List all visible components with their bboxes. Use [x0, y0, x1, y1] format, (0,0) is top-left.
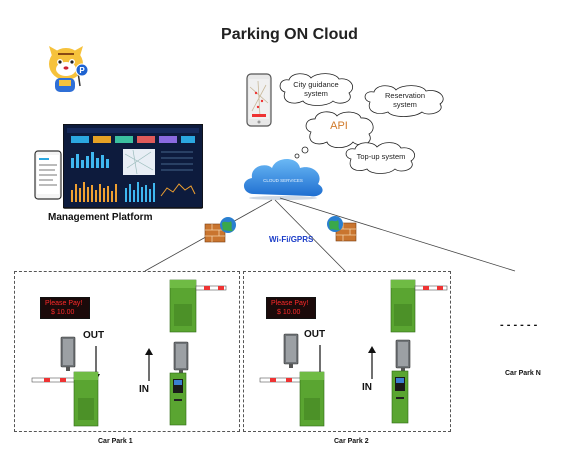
barrier-gate-out-1 — [31, 371, 99, 427]
out-label-2: OUT — [304, 329, 326, 340]
app-phone — [246, 73, 272, 127]
ticket-kiosk-1 — [169, 372, 187, 426]
barrier-gate-out-2 — [259, 371, 325, 427]
dashboard-monitor — [63, 124, 203, 209]
bubble-reservation-text: Reservation system — [384, 91, 426, 109]
svg-text:P: P — [79, 66, 85, 75]
barrier-gate-in-1 — [169, 279, 227, 333]
car-park-n-label: Car Park N — [505, 370, 541, 377]
bubble-city-text: City guidance system — [293, 80, 339, 98]
bubble-topup-text: Top-up system — [356, 152, 406, 161]
car-park-1-sign-line1: Please Pay! — [45, 300, 83, 307]
camera-out-2-icon — [283, 333, 299, 368]
bubble-topup — [345, 142, 415, 174]
bubble-api — [305, 111, 374, 149]
in-label-1: IN — [139, 384, 149, 395]
car-park-1-box — [14, 271, 240, 432]
car-park-2-box — [243, 271, 451, 432]
api-label: API — [330, 120, 348, 132]
car-park-1-display: Please Pay! $ 10.00 — [40, 297, 90, 319]
page-title: Parking ON Cloud — [221, 26, 358, 43]
car-park-1-label: Car Park 1 — [98, 438, 133, 445]
ticket-kiosk-2 — [391, 370, 409, 424]
cloud-label: CLOUD SERVICES — [263, 178, 303, 183]
mascot-logo-icon: P — [49, 46, 89, 92]
car-park-2-display: Please Pay! $ 10.00 — [266, 297, 316, 319]
out-label-1: OUT — [83, 330, 105, 341]
bubble-city — [279, 73, 353, 106]
bubble-reservation — [364, 85, 444, 117]
bubble-api-tail — [294, 146, 309, 159]
arrow-up-2-icon — [368, 346, 376, 379]
management-platform-label: Management Platform — [48, 212, 153, 223]
car-park-2-label: Car Park 2 — [334, 438, 369, 445]
management-phone — [34, 150, 62, 200]
camera-in-1-icon — [173, 341, 189, 374]
car-park-1-sign-line2: $ 10.00 — [51, 309, 75, 316]
firewall-right-icon — [327, 216, 357, 242]
camera-out-1-icon — [60, 336, 76, 371]
network-label: Wi-Fi/GPRS — [269, 235, 314, 244]
barrier-gate-in-2 — [390, 279, 448, 333]
cloud-icon — [243, 159, 323, 200]
in-label-2: IN — [362, 382, 372, 393]
more-car-parks-ellipsis: - - - - - - — [500, 319, 538, 331]
camera-in-2-icon — [395, 339, 411, 372]
arrow-up-1-icon — [145, 348, 153, 381]
firewall-left-icon — [204, 217, 236, 243]
car-park-2-sign-line1: Please Pay! — [271, 300, 309, 307]
car-park-2-sign-line2: $ 10.00 — [277, 309, 301, 316]
